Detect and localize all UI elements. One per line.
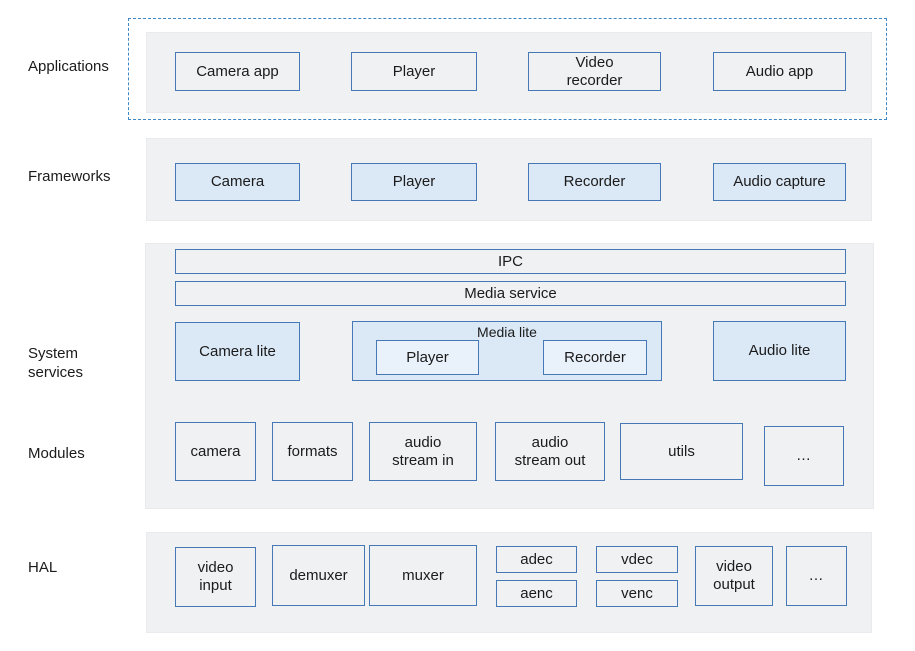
framework-box-camera: Camera	[175, 163, 300, 201]
layer-label-modules: Modules	[28, 445, 85, 462]
system-box-camera-lite: Camera lite	[175, 322, 300, 381]
hal-box-demuxer: demuxer	[272, 545, 365, 606]
module-box-utils: utils	[620, 423, 743, 480]
hal-box-adec: adec	[496, 546, 577, 573]
system-bar-ipc: IPC	[175, 249, 846, 274]
module-box-audio-stream-out: audio stream out	[495, 422, 605, 481]
applications-dashed-frame	[128, 18, 887, 120]
framework-box-recorder: Recorder	[528, 163, 661, 201]
layer-label-frameworks: Frameworks	[28, 168, 111, 185]
module-box-audio-stream-in: audio stream in	[369, 422, 477, 481]
hal-box-video-output: video output	[695, 546, 773, 606]
module-box-camera: camera	[175, 422, 256, 481]
app-box-video-recorder: Video recorder	[528, 52, 661, 91]
module-box-more: …	[764, 426, 844, 486]
hal-box-muxer: muxer	[369, 545, 477, 606]
system-box-audio-lite: Audio lite	[713, 321, 846, 381]
layer-label-hal: HAL	[28, 559, 58, 576]
hal-box-video-input: video input	[175, 547, 256, 607]
app-box-audio-app: Audio app	[713, 52, 846, 91]
applications-band	[146, 32, 872, 113]
hal-box-vdec: vdec	[596, 546, 678, 573]
framework-box-audio-capture: Audio capture	[713, 163, 846, 201]
framework-box-player: Player	[351, 163, 477, 201]
hal-band	[146, 532, 872, 633]
layer-label-system-services: System services	[28, 345, 84, 381]
system-box-media-lite: Media lite Player Recorder	[352, 321, 662, 381]
layer-label-applications: Applications	[28, 58, 109, 75]
media-lite-box-player: Player	[376, 340, 479, 375]
hal-box-aenc: aenc	[496, 580, 577, 607]
media-lite-label: Media lite	[477, 324, 537, 340]
app-box-player: Player	[351, 52, 477, 91]
system-bar-media-service: Media service	[175, 281, 846, 306]
app-box-camera-app: Camera app	[175, 52, 300, 91]
module-box-formats: formats	[272, 422, 353, 481]
hal-box-venc: venc	[596, 580, 678, 607]
hal-box-more: …	[786, 546, 847, 606]
media-lite-box-recorder: Recorder	[543, 340, 647, 375]
